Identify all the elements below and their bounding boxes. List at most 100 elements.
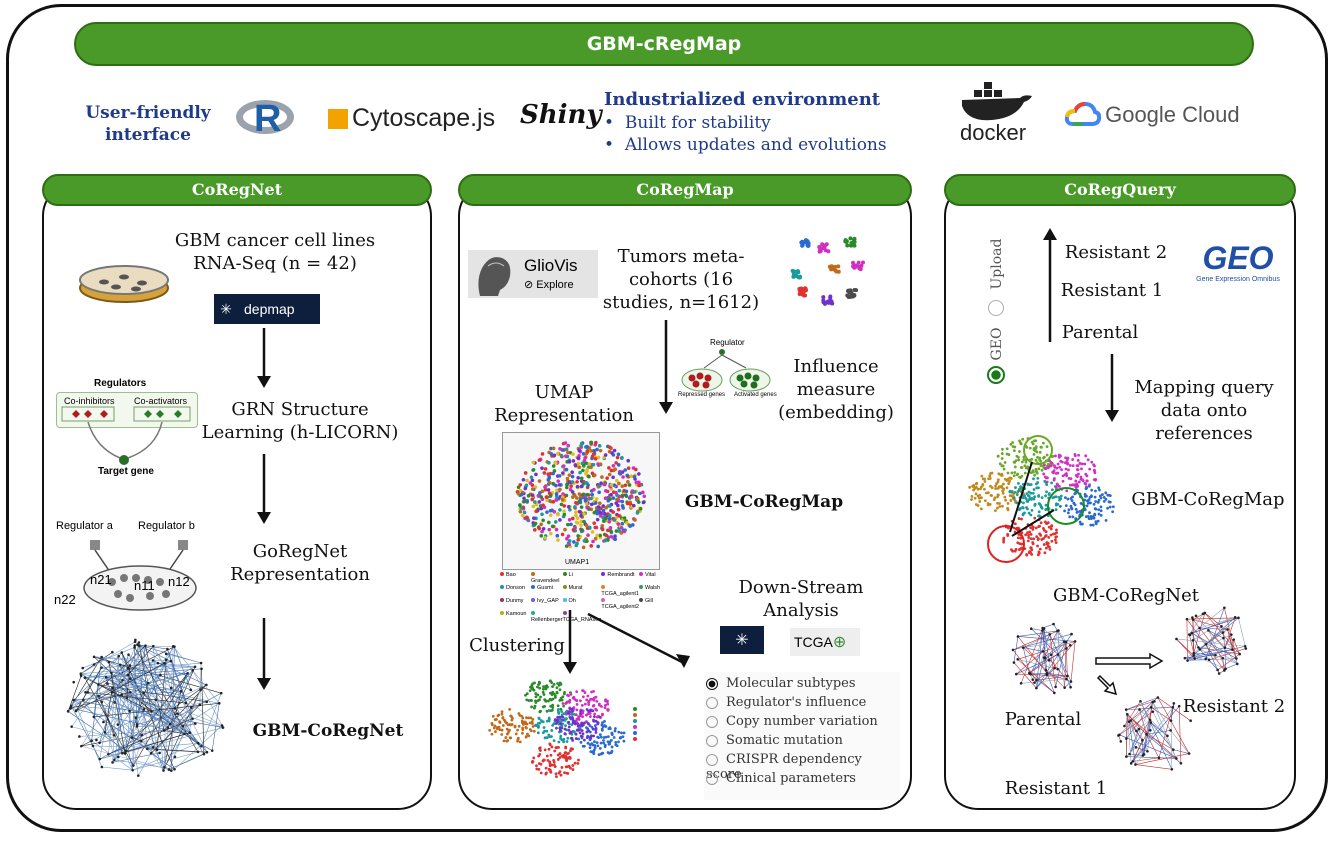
geo-option[interactable]: GEO bbox=[984, 320, 1014, 386]
option-regulators-influence[interactable]: Regulator's influence bbox=[706, 695, 866, 710]
cluster-point bbox=[488, 728, 492, 732]
network-node bbox=[133, 644, 137, 647]
tumor-point bbox=[836, 264, 841, 269]
umap-point bbox=[603, 496, 608, 501]
query-point bbox=[1060, 468, 1063, 472]
network-edge bbox=[1049, 634, 1055, 669]
umap-point bbox=[575, 484, 580, 489]
umap-point bbox=[589, 440, 594, 445]
query-point bbox=[1029, 471, 1033, 475]
upload-option[interactable]: Upload bbox=[984, 230, 1014, 316]
query-point bbox=[980, 496, 983, 500]
umap-point bbox=[529, 475, 534, 480]
query-point bbox=[1022, 458, 1026, 462]
depmap-label: depmap bbox=[244, 301, 295, 317]
cluster-point bbox=[504, 736, 508, 739]
cluster-point bbox=[582, 738, 586, 742]
network-edge bbox=[70, 705, 101, 760]
network-node bbox=[120, 693, 123, 697]
query-point bbox=[1063, 509, 1066, 513]
umap-point bbox=[545, 498, 549, 503]
cluster-point bbox=[567, 728, 571, 732]
umap-point bbox=[599, 481, 603, 485]
query-point bbox=[1000, 452, 1004, 455]
cluster-point bbox=[586, 741, 590, 745]
option-molecular-subtypes[interactable]: Molecular subtypes bbox=[706, 676, 856, 691]
umap-point bbox=[539, 506, 544, 511]
query-point bbox=[1044, 534, 1048, 537]
network-node bbox=[1012, 661, 1016, 664]
cluster-scatter bbox=[488, 679, 626, 779]
network-edge bbox=[1135, 747, 1148, 752]
query-point bbox=[1001, 504, 1004, 508]
umap-point bbox=[619, 531, 624, 535]
network-node bbox=[74, 709, 78, 713]
cluster-point bbox=[575, 728, 579, 732]
query-point bbox=[1080, 462, 1084, 466]
network-node bbox=[100, 700, 103, 704]
umap-point bbox=[598, 510, 603, 515]
query-point bbox=[1092, 516, 1096, 520]
query-point bbox=[1066, 511, 1070, 515]
query-point bbox=[1026, 539, 1030, 543]
network-node bbox=[1053, 666, 1056, 670]
query-point bbox=[1019, 476, 1022, 479]
network-edge bbox=[127, 645, 154, 676]
umap-point bbox=[609, 468, 614, 473]
option-copy-number-variation[interactable]: Copy number variation bbox=[706, 714, 878, 729]
query-point bbox=[1067, 508, 1071, 512]
tumor-point bbox=[852, 293, 857, 298]
option-clinical-parameters[interactable]: Clinical parameters bbox=[706, 771, 856, 786]
query-point bbox=[1035, 535, 1039, 538]
umap-point bbox=[625, 520, 629, 525]
umap-point bbox=[634, 480, 639, 485]
cluster-point bbox=[596, 735, 600, 739]
network-node bbox=[1047, 659, 1051, 662]
network-edge bbox=[164, 663, 208, 753]
network-node bbox=[146, 681, 150, 685]
network-node bbox=[1238, 652, 1241, 656]
network-node bbox=[112, 733, 116, 737]
network-edge bbox=[1146, 734, 1160, 758]
network-node bbox=[70, 725, 73, 728]
umap-point bbox=[551, 471, 555, 476]
query-point bbox=[1038, 547, 1042, 551]
network-node bbox=[100, 765, 104, 769]
network-node bbox=[127, 653, 130, 656]
query-point bbox=[1057, 453, 1061, 457]
umap-legend-item: Dunmy bbox=[500, 598, 531, 610]
query-point bbox=[1053, 495, 1057, 499]
network-edge bbox=[168, 751, 208, 770]
cluster-point bbox=[527, 699, 531, 702]
query-point bbox=[1075, 468, 1079, 471]
network-node bbox=[1041, 650, 1045, 653]
network-edge bbox=[1130, 720, 1140, 730]
umap-point bbox=[596, 544, 600, 549]
umap-point bbox=[589, 449, 593, 453]
umap-point bbox=[607, 519, 611, 524]
network-node bbox=[1124, 708, 1128, 711]
network-edge bbox=[1042, 651, 1067, 680]
query-point bbox=[1084, 515, 1088, 519]
umap-point bbox=[589, 465, 593, 470]
umap-point bbox=[625, 473, 630, 478]
query-point bbox=[979, 507, 983, 511]
query-point bbox=[1013, 460, 1017, 464]
query-point bbox=[1077, 480, 1081, 484]
network-edge bbox=[1013, 636, 1019, 663]
network-edge bbox=[1118, 711, 1154, 736]
network-edge bbox=[1170, 720, 1173, 770]
query-point bbox=[1026, 531, 1029, 535]
cluster-point bbox=[560, 766, 564, 769]
tumor-scatter-graphic bbox=[790, 236, 865, 306]
query-point bbox=[1089, 523, 1093, 527]
umap-point bbox=[539, 522, 543, 527]
option-somatic-mutation[interactable]: Somatic mutation bbox=[706, 733, 843, 748]
network-node bbox=[1198, 626, 1201, 630]
query-point bbox=[1001, 491, 1005, 495]
network-node bbox=[151, 644, 155, 648]
network-node bbox=[100, 655, 103, 659]
env-bullets: • Built for stability • Allows updates a… bbox=[604, 112, 887, 156]
network-edge bbox=[1017, 630, 1058, 637]
cytoscape-icon bbox=[328, 108, 348, 129]
